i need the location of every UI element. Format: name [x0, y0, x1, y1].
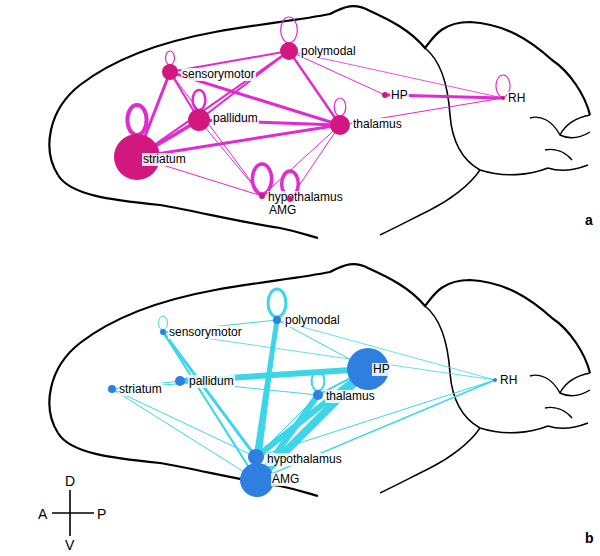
- region-label: thalamus: [325, 390, 376, 403]
- connection-line: [174, 79, 193, 111]
- region-label: hypothalamus: [267, 191, 344, 204]
- region-label: AMG: [268, 204, 297, 217]
- region-node: thalamus: [330, 115, 350, 135]
- region-label: striatum: [142, 153, 187, 166]
- region-node: HP: [382, 92, 388, 98]
- axis-label: V: [65, 537, 74, 553]
- connection-line: [297, 55, 382, 94]
- self-loop: [268, 289, 286, 317]
- connection-line: [264, 132, 332, 194]
- region-label: RH: [499, 374, 518, 387]
- region-node: hypothalamus: [259, 193, 265, 199]
- panel-letter: b: [585, 530, 594, 546]
- region-label: HP: [372, 363, 391, 376]
- region-label: pallidum: [212, 112, 259, 125]
- connection-line: [115, 391, 242, 471]
- region-node: thalamus: [313, 390, 323, 400]
- region-label: sensorymotor: [168, 326, 243, 339]
- region-node: striatum: [108, 385, 116, 393]
- connection-line: [160, 127, 330, 154]
- region-node: pallidum: [175, 376, 185, 386]
- self-loop: [334, 98, 346, 116]
- connection-line: [145, 79, 167, 135]
- connection-line: [259, 324, 276, 463]
- region-node: sensorymotor: [162, 64, 178, 80]
- connection-line: [175, 78, 260, 193]
- region-label: pallidum: [188, 375, 235, 388]
- region-node: AMG: [287, 196, 293, 202]
- region-label: AMG: [271, 473, 300, 486]
- region-label: polymodal: [284, 314, 341, 327]
- region-node: AMG: [240, 463, 274, 497]
- region-node: HP: [347, 348, 389, 390]
- connection-line: [159, 164, 259, 195]
- connection-line: [116, 391, 249, 454]
- axis-label: A: [38, 506, 47, 522]
- axis-label: D: [65, 473, 75, 489]
- region-label: RH: [507, 92, 526, 105]
- region-label: striatum: [118, 383, 163, 396]
- region-node: striatum: [114, 134, 160, 180]
- self-loop: [281, 17, 298, 43]
- region-node: polymodal: [280, 42, 298, 60]
- region-label: polymodal: [300, 45, 357, 58]
- connection-line: [281, 322, 350, 359]
- region-node: RH: [493, 378, 497, 382]
- region-node: polymodal: [273, 316, 281, 324]
- connection-line: [294, 58, 334, 116]
- connection-line: [165, 334, 251, 450]
- connection-line: [166, 332, 493, 379]
- self-loop: [127, 105, 146, 135]
- region-label: hypothalamus: [266, 453, 343, 466]
- region-node: sensorymotor: [160, 329, 166, 335]
- region-label: sensorymotor: [181, 68, 256, 81]
- compass: [52, 490, 94, 536]
- region-label: HP: [390, 89, 409, 102]
- region-label: thalamus: [352, 118, 403, 131]
- connection-line: [165, 335, 248, 466]
- connection-line: [292, 133, 335, 196]
- connection-line: [264, 381, 493, 455]
- axis-label: P: [97, 506, 106, 522]
- connection-line: [262, 399, 315, 452]
- self-loop: [166, 51, 175, 65]
- region-node: RH: [501, 96, 505, 100]
- connection-line: [157, 126, 190, 146]
- region-node: pallidum: [188, 109, 210, 131]
- self-loop: [159, 316, 168, 330]
- connection-line: [281, 321, 493, 379]
- self-loop: [193, 90, 206, 110]
- panel-letter: a: [585, 212, 593, 228]
- connection-line: [208, 56, 282, 113]
- connection-line: [206, 128, 260, 193]
